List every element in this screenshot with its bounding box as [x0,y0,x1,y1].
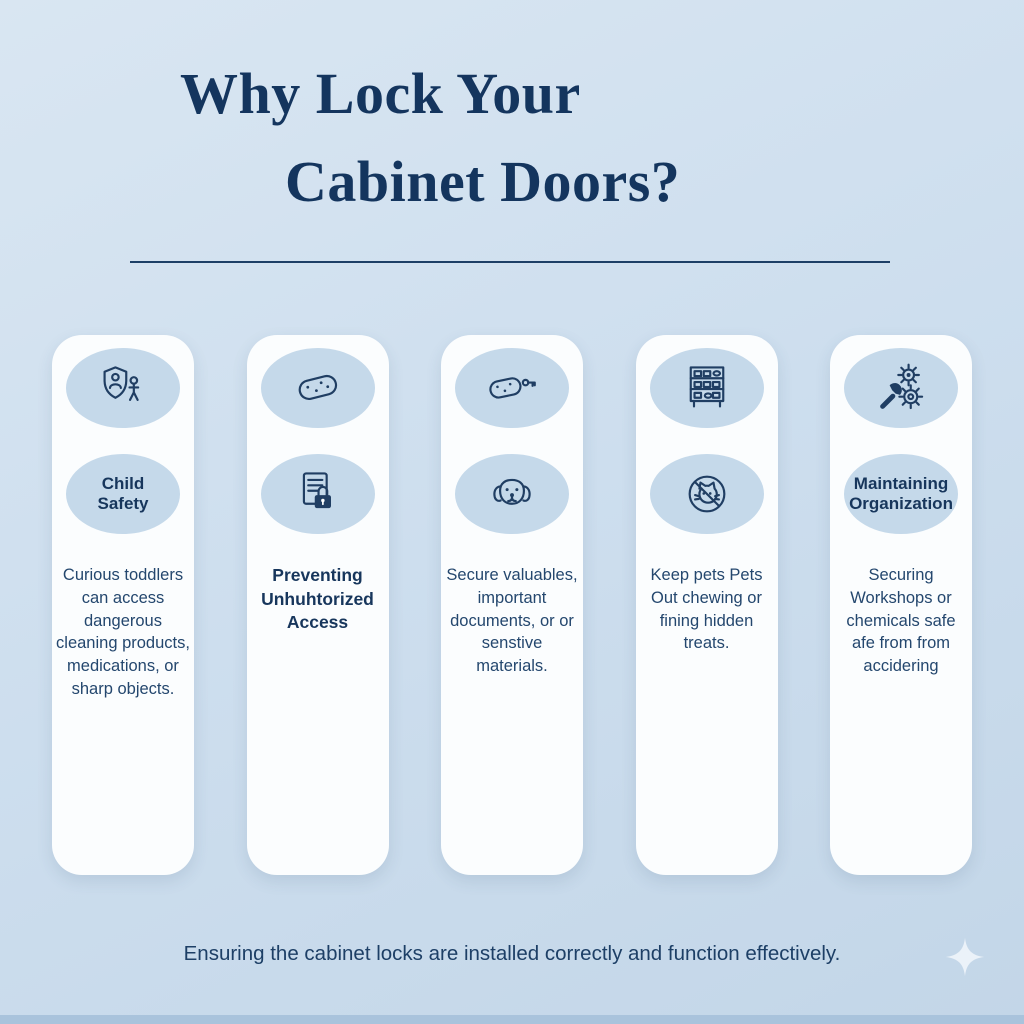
footer-caption: Ensuring the cabinet locks are installed… [183,942,841,965]
shield-child-icon [66,348,180,428]
card-body-text: Keep pets Pets Out chewing or fining hid… [650,566,763,653]
page-title-line1: Why Lock Your [180,61,581,126]
cabinet-shelves-icon [649,348,764,428]
page-title-line2: Cabinet Doors? [285,149,681,214]
card-body-text: Curious toddlers can access dangerous cl… [56,566,190,698]
card-heading-text: Preventing Unhuhtorized Access [261,565,374,633]
maintaining-organization-badge: Maintaining Organization [844,454,958,534]
card-child-safety: Child Safety Curious toddlers can access… [52,335,194,875]
sponge-icon [260,348,375,428]
card-secure-valuables: Secure valuables, important documents, o… [441,335,583,875]
card-preventing-access: Preventing Unhuhtorized Access [246,335,389,875]
gears-wrench-icon [844,348,958,428]
sparkle-icon [944,936,986,983]
title-divider [130,261,890,263]
card-keep-pets-out: Keep pets Pets Out chewing or fining hid… [635,335,778,875]
card-maintaining-organization: Maintaining Organization Securing Worksh… [830,335,972,875]
card-body-text: Securing Workshops or chemicals safe afe… [846,566,956,676]
bottom-band [0,1015,1024,1024]
dog-icon [455,454,569,534]
document-lock-icon [260,454,375,534]
cards-row: Child Safety Curious toddlers can access… [0,335,1024,875]
card-body-text: Secure valuables, important documents, o… [446,566,578,676]
sponge-key-icon [455,348,569,428]
page-title: Why Lock Your Cabinet Doors? [0,50,1024,226]
badge-label: Child Safety [97,473,149,513]
child-safety-badge: Child Safety [66,454,180,534]
no-cats-icon [649,454,764,534]
badge-label: Maintaining Organization [849,473,953,513]
